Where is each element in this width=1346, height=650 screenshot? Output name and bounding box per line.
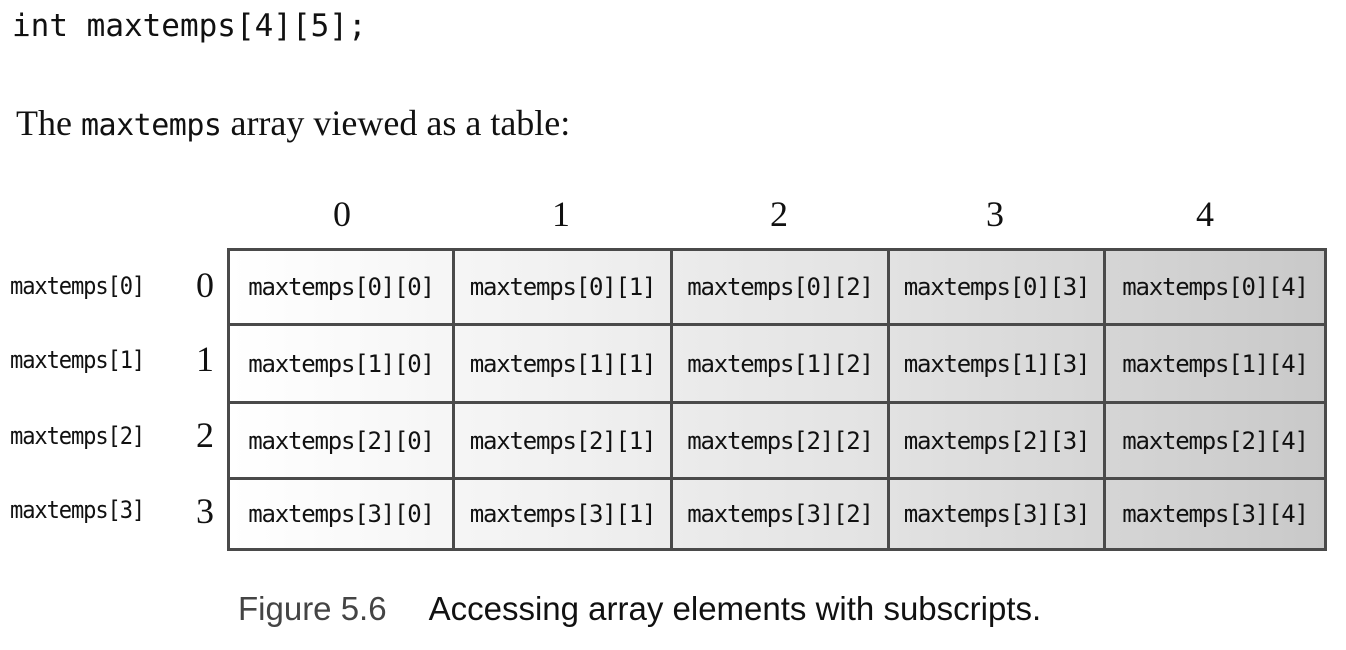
intro-text-after: array viewed as a table: [221,103,571,143]
row-index-2: 2 [196,415,214,455]
table-cell: maxtemps[0][2] [687,273,874,301]
array-table: maxtemps[0][0] maxtemps[0][1] maxtemps[0… [227,248,1327,551]
intro-sentence: The maxtemps array viewed as a table: [16,102,570,144]
row-index-3: 3 [196,491,214,531]
row-label-0: maxtemps[0] [10,272,145,300]
figure-caption-text: Accessing array elements with subscripts… [428,590,1042,627]
column-header-2: 2 [770,194,788,234]
column-divider [670,251,673,548]
row-index-1: 1 [196,339,214,379]
table-cell: maxtemps[3][3] [903,500,1091,528]
table-cell: maxtemps[0][1] [469,273,657,301]
row-label-2: maxtemps[2] [10,422,145,450]
row-index-0: 0 [196,265,214,305]
table-cell: maxtemps[2][2] [687,426,874,455]
intro-array-name: maxtemps [80,108,222,143]
table-cell: maxtemps[2][1] [469,426,657,455]
table-cell: maxtemps[0][4] [1122,273,1309,301]
column-divider [1103,251,1106,548]
row-divider [230,477,1324,480]
row-divider [230,401,1324,404]
figure-caption: Figure 5.6 Accessing array elements with … [238,590,1041,628]
table-cell: maxtemps[1][3] [903,349,1091,378]
row-label-1: maxtemps[1] [10,346,145,374]
table-cell: maxtemps[1][1] [469,349,657,378]
table-cell: maxtemps[2][3] [903,426,1091,455]
row-divider [230,323,1324,326]
table-cell: maxtemps[1][4] [1122,349,1309,378]
table-cell: maxtemps[2][0] [248,426,435,455]
column-header-0: 0 [333,194,351,234]
table-cell: maxtemps[0][3] [903,273,1091,301]
intro-text-before: The [16,103,81,143]
table-cell: maxtemps[3][2] [687,500,874,528]
table-cell: maxtemps[1][0] [248,349,435,378]
column-divider [887,251,890,548]
column-header-4: 4 [1196,194,1214,234]
row-label-3: maxtemps[3] [10,496,145,524]
table-cell: maxtemps[0][0] [248,273,435,301]
table-cell: maxtemps[3][4] [1122,500,1309,528]
table-cell: maxtemps[1][2] [687,349,874,378]
column-header-1: 1 [552,194,570,234]
table-cell: maxtemps[2][4] [1122,426,1309,455]
array-declaration: int maxtemps[4][5]; [12,8,367,44]
column-divider [452,251,455,548]
figure-number: Figure 5.6 [238,590,387,627]
column-header-3: 3 [986,194,1004,234]
table-cell: maxtemps[3][0] [248,500,435,528]
table-cell: maxtemps[3][1] [469,500,657,528]
